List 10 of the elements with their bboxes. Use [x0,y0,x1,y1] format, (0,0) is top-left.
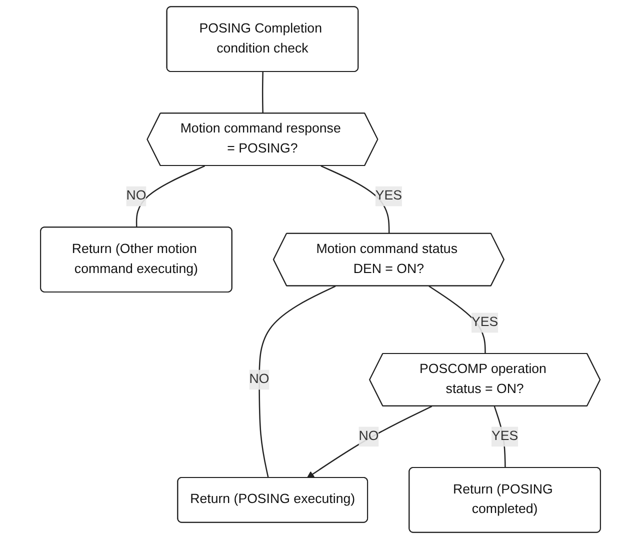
edge-label: NO [358,429,379,444]
edge-label: YES [491,429,518,444]
edge-label: NO [126,188,146,203]
arrow [306,406,432,478]
connector [136,165,206,228]
connector [262,72,264,114]
edge-label: NO [249,372,270,386]
edge-label: YES [375,188,402,203]
edge-label: YES [472,315,498,330]
connector [258,286,336,478]
